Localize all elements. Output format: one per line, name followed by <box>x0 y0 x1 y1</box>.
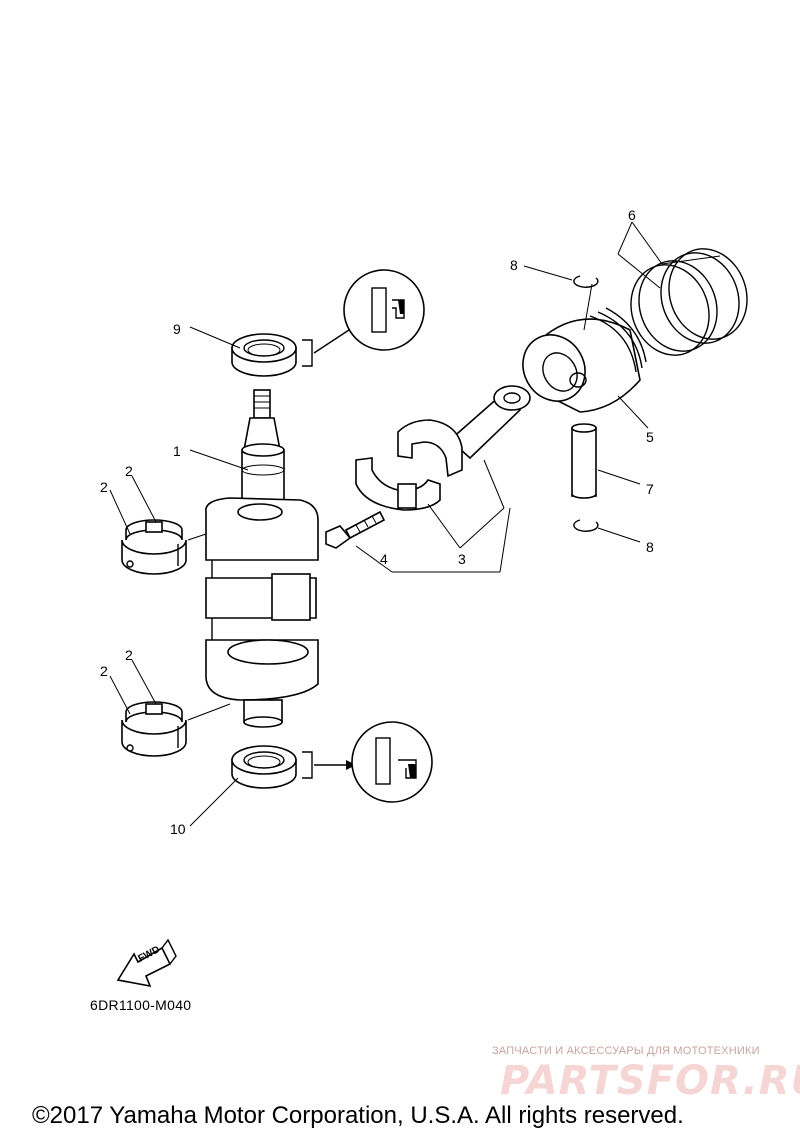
piston[interactable] <box>511 307 647 413</box>
callout-10: 10 <box>170 821 186 837</box>
diagram-code: 6DR1100-M040 <box>90 997 192 1013</box>
callout-4: 4 <box>380 551 388 567</box>
piston-pin[interactable] <box>571 423 597 499</box>
piston-pin-clip-upper[interactable] <box>573 275 599 288</box>
detail-circle-lower <box>351 721 433 803</box>
callout-2b: 2 <box>100 479 108 495</box>
piston-ring-set[interactable] <box>619 238 760 366</box>
callout-2a: 2 <box>125 463 133 479</box>
bearing-upper[interactable] <box>121 519 187 575</box>
detail-circle-upper <box>343 269 425 351</box>
callout-7: 7 <box>646 481 654 497</box>
piston-pin-clip-lower[interactable] <box>573 519 599 532</box>
callout-5: 5 <box>646 429 654 445</box>
callout-8-lower: 8 <box>646 539 654 555</box>
callout-8-upper: 8 <box>510 257 518 273</box>
callout-3: 3 <box>458 551 466 567</box>
callout-6: 6 <box>628 207 636 223</box>
bearing-lower[interactable] <box>121 701 187 757</box>
connecting-rod-bolt[interactable] <box>325 510 386 549</box>
callout-9: 9 <box>173 321 181 337</box>
watermark-logo: PARTSFOR.RU <box>500 1058 800 1104</box>
watermark-tagline: ЗАПЧАСТИ И АКСЕССУАРЫ ДЛЯ МОТОТЕХНИКИ <box>492 1045 760 1057</box>
bracket-seal-lower <box>302 751 356 779</box>
oil-seal-lower[interactable] <box>231 745 297 789</box>
callout-2d: 2 <box>100 663 108 679</box>
connecting-rod[interactable] <box>355 385 531 511</box>
callout-1: 1 <box>173 443 181 459</box>
callout-2c: 2 <box>125 647 133 663</box>
oil-seal-upper[interactable] <box>231 333 297 377</box>
bracket-seal-upper <box>302 325 356 367</box>
copyright-notice: ©2017 Yamaha Motor Corporation, U.S.A. A… <box>32 1102 684 1129</box>
crankshaft[interactable] <box>205 389 319 728</box>
leader-lines <box>109 221 721 827</box>
fwd-arrow-icon <box>116 938 177 988</box>
